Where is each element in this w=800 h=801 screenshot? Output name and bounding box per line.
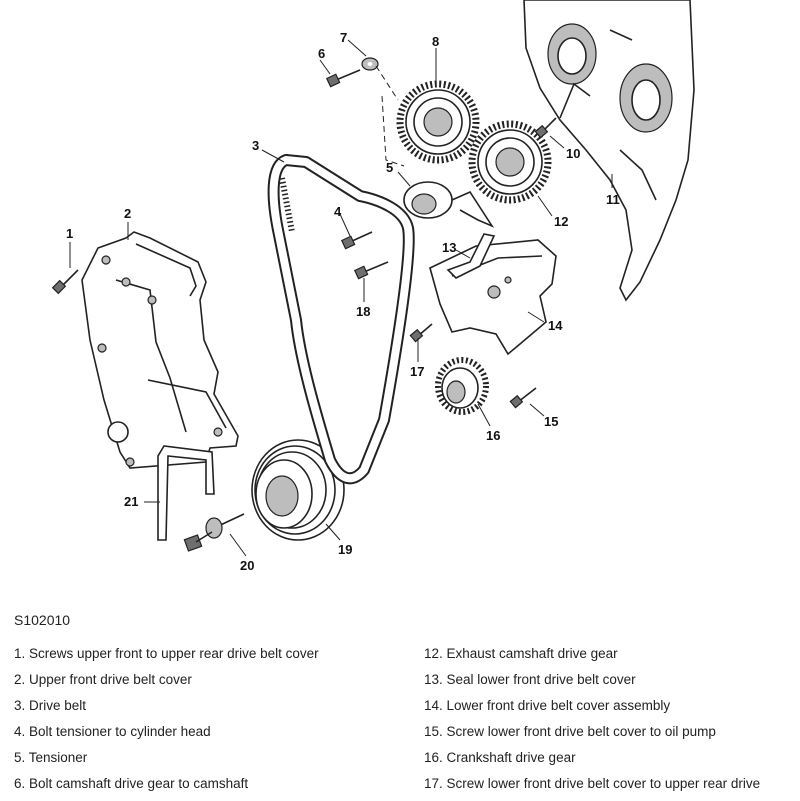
screw-1-drawing: [51, 269, 79, 295]
callout-labels: 1 2 3 4 5 6 7 8 10 11 12 13 14 15 16 17 …: [66, 30, 620, 573]
callout-21: 21: [124, 494, 138, 509]
callout-13: 13: [442, 240, 456, 255]
parts-list-item: 16. Crankshaft drive gear: [424, 750, 576, 765]
bolt-18-drawing: [353, 261, 389, 280]
seal-21-drawing: [157, 445, 215, 541]
parts-list-item: 4. Bolt tensioner to cylinder head: [14, 724, 211, 739]
callout-7: 7: [340, 30, 347, 45]
callout-5: 5: [386, 160, 393, 175]
bolt-20-drawing: [183, 513, 245, 552]
callout-14: 14: [548, 318, 563, 333]
callout-16: 16: [486, 428, 500, 443]
callout-6: 6: [318, 46, 325, 61]
callout-2: 2: [124, 206, 131, 221]
leader-lines: [69, 39, 613, 557]
parts-list-item: 13. Seal lower front drive belt cover: [424, 672, 636, 687]
bolt-washer-6-7-drawing: [325, 57, 405, 167]
parts-list-item: 14. Lower front drive belt cover assembl…: [424, 698, 671, 713]
parts-list-item: 6. Bolt camshaft drive gear to camshaft: [14, 776, 249, 791]
callout-12: 12: [554, 214, 568, 229]
callout-4: 4: [334, 204, 342, 219]
upper-rear-cover-drawing: [523, 0, 695, 302]
callout-15: 15: [544, 414, 558, 429]
parts-list-item: 15. Screw lower front drive belt cover t…: [424, 724, 716, 739]
drive-belt-drawing: [267, 154, 415, 485]
parts-list-item: 3. Drive belt: [14, 698, 87, 713]
parts-list-item: 17. Screw lower front drive belt cover t…: [424, 776, 761, 791]
bolt-4-drawing: [340, 231, 373, 250]
callout-19: 19: [338, 542, 352, 557]
callout-1: 1: [66, 226, 73, 241]
callout-11: 11: [606, 192, 620, 207]
screw-17-drawing: [409, 323, 433, 343]
upper-front-cover-drawing: [81, 231, 239, 469]
callout-17: 17: [410, 364, 424, 379]
inlet-cam-gear-drawing: [396, 80, 480, 164]
parts-list-right: 12. Exhaust camshaft drive gear 13. Seal…: [424, 645, 760, 801]
parts-list-left: 1. Screws upper front to upper rear driv…: [14, 645, 319, 801]
parts-list-item: 1. Screws upper front to upper rear driv…: [14, 646, 319, 661]
parts-list-item: 5. Tensioner: [14, 750, 88, 765]
callout-3: 3: [252, 138, 259, 153]
screw-15-drawing: [509, 387, 537, 409]
exhaust-cam-gear-drawing: [468, 120, 552, 204]
exploded-drive-belt-diagram: 1 2 3 4 5 6 7 8 10 11 12 13 14 15 16 17 …: [51, 0, 695, 573]
callout-18: 18: [356, 304, 370, 319]
figure-code: S102010: [14, 612, 71, 628]
lower-front-cover-drawing: [429, 233, 557, 356]
crankshaft-gear-drawing: [435, 357, 489, 415]
callout-8: 8: [432, 34, 439, 49]
parts-list-item: 12. Exhaust camshaft drive gear: [424, 646, 618, 661]
crankshaft-pulley-drawing: [251, 439, 345, 541]
parts-list-item: 2. Upper front drive belt cover: [14, 672, 192, 687]
callout-20: 20: [240, 558, 254, 573]
screw-10-drawing: [534, 117, 557, 139]
tensioner-drawing: [403, 181, 495, 228]
callout-10: 10: [566, 146, 580, 161]
